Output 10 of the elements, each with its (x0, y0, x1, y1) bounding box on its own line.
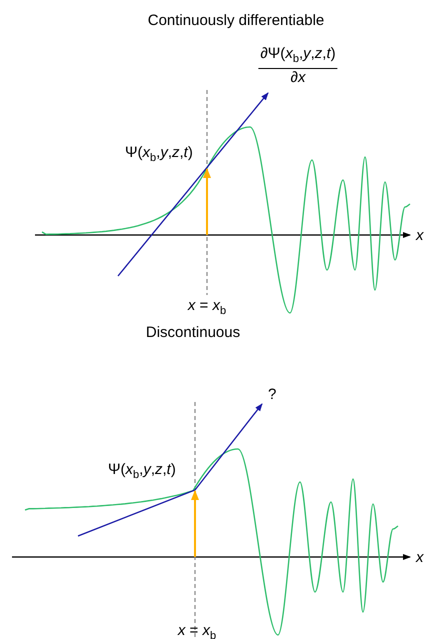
axis-label: x (416, 227, 424, 245)
panel-title: Continuously differentiable (148, 12, 324, 30)
function-label: Ψ(x$_{b}$,y,z,t) (125, 144, 193, 166)
function-label: Ψ(x$_{b}$,y,z,t) (108, 461, 176, 483)
derivative-fraction: ∂Ψ(x$_{b}$,y,z,t) ∂x (258, 45, 338, 87)
question-mark: ? (268, 386, 276, 404)
panel-title: Discontinuous (146, 324, 240, 342)
position-label: x = x$_{b}$ (188, 297, 226, 319)
position-label: x = x$_{b}$ (178, 622, 216, 639)
axis-label: x (416, 549, 424, 567)
